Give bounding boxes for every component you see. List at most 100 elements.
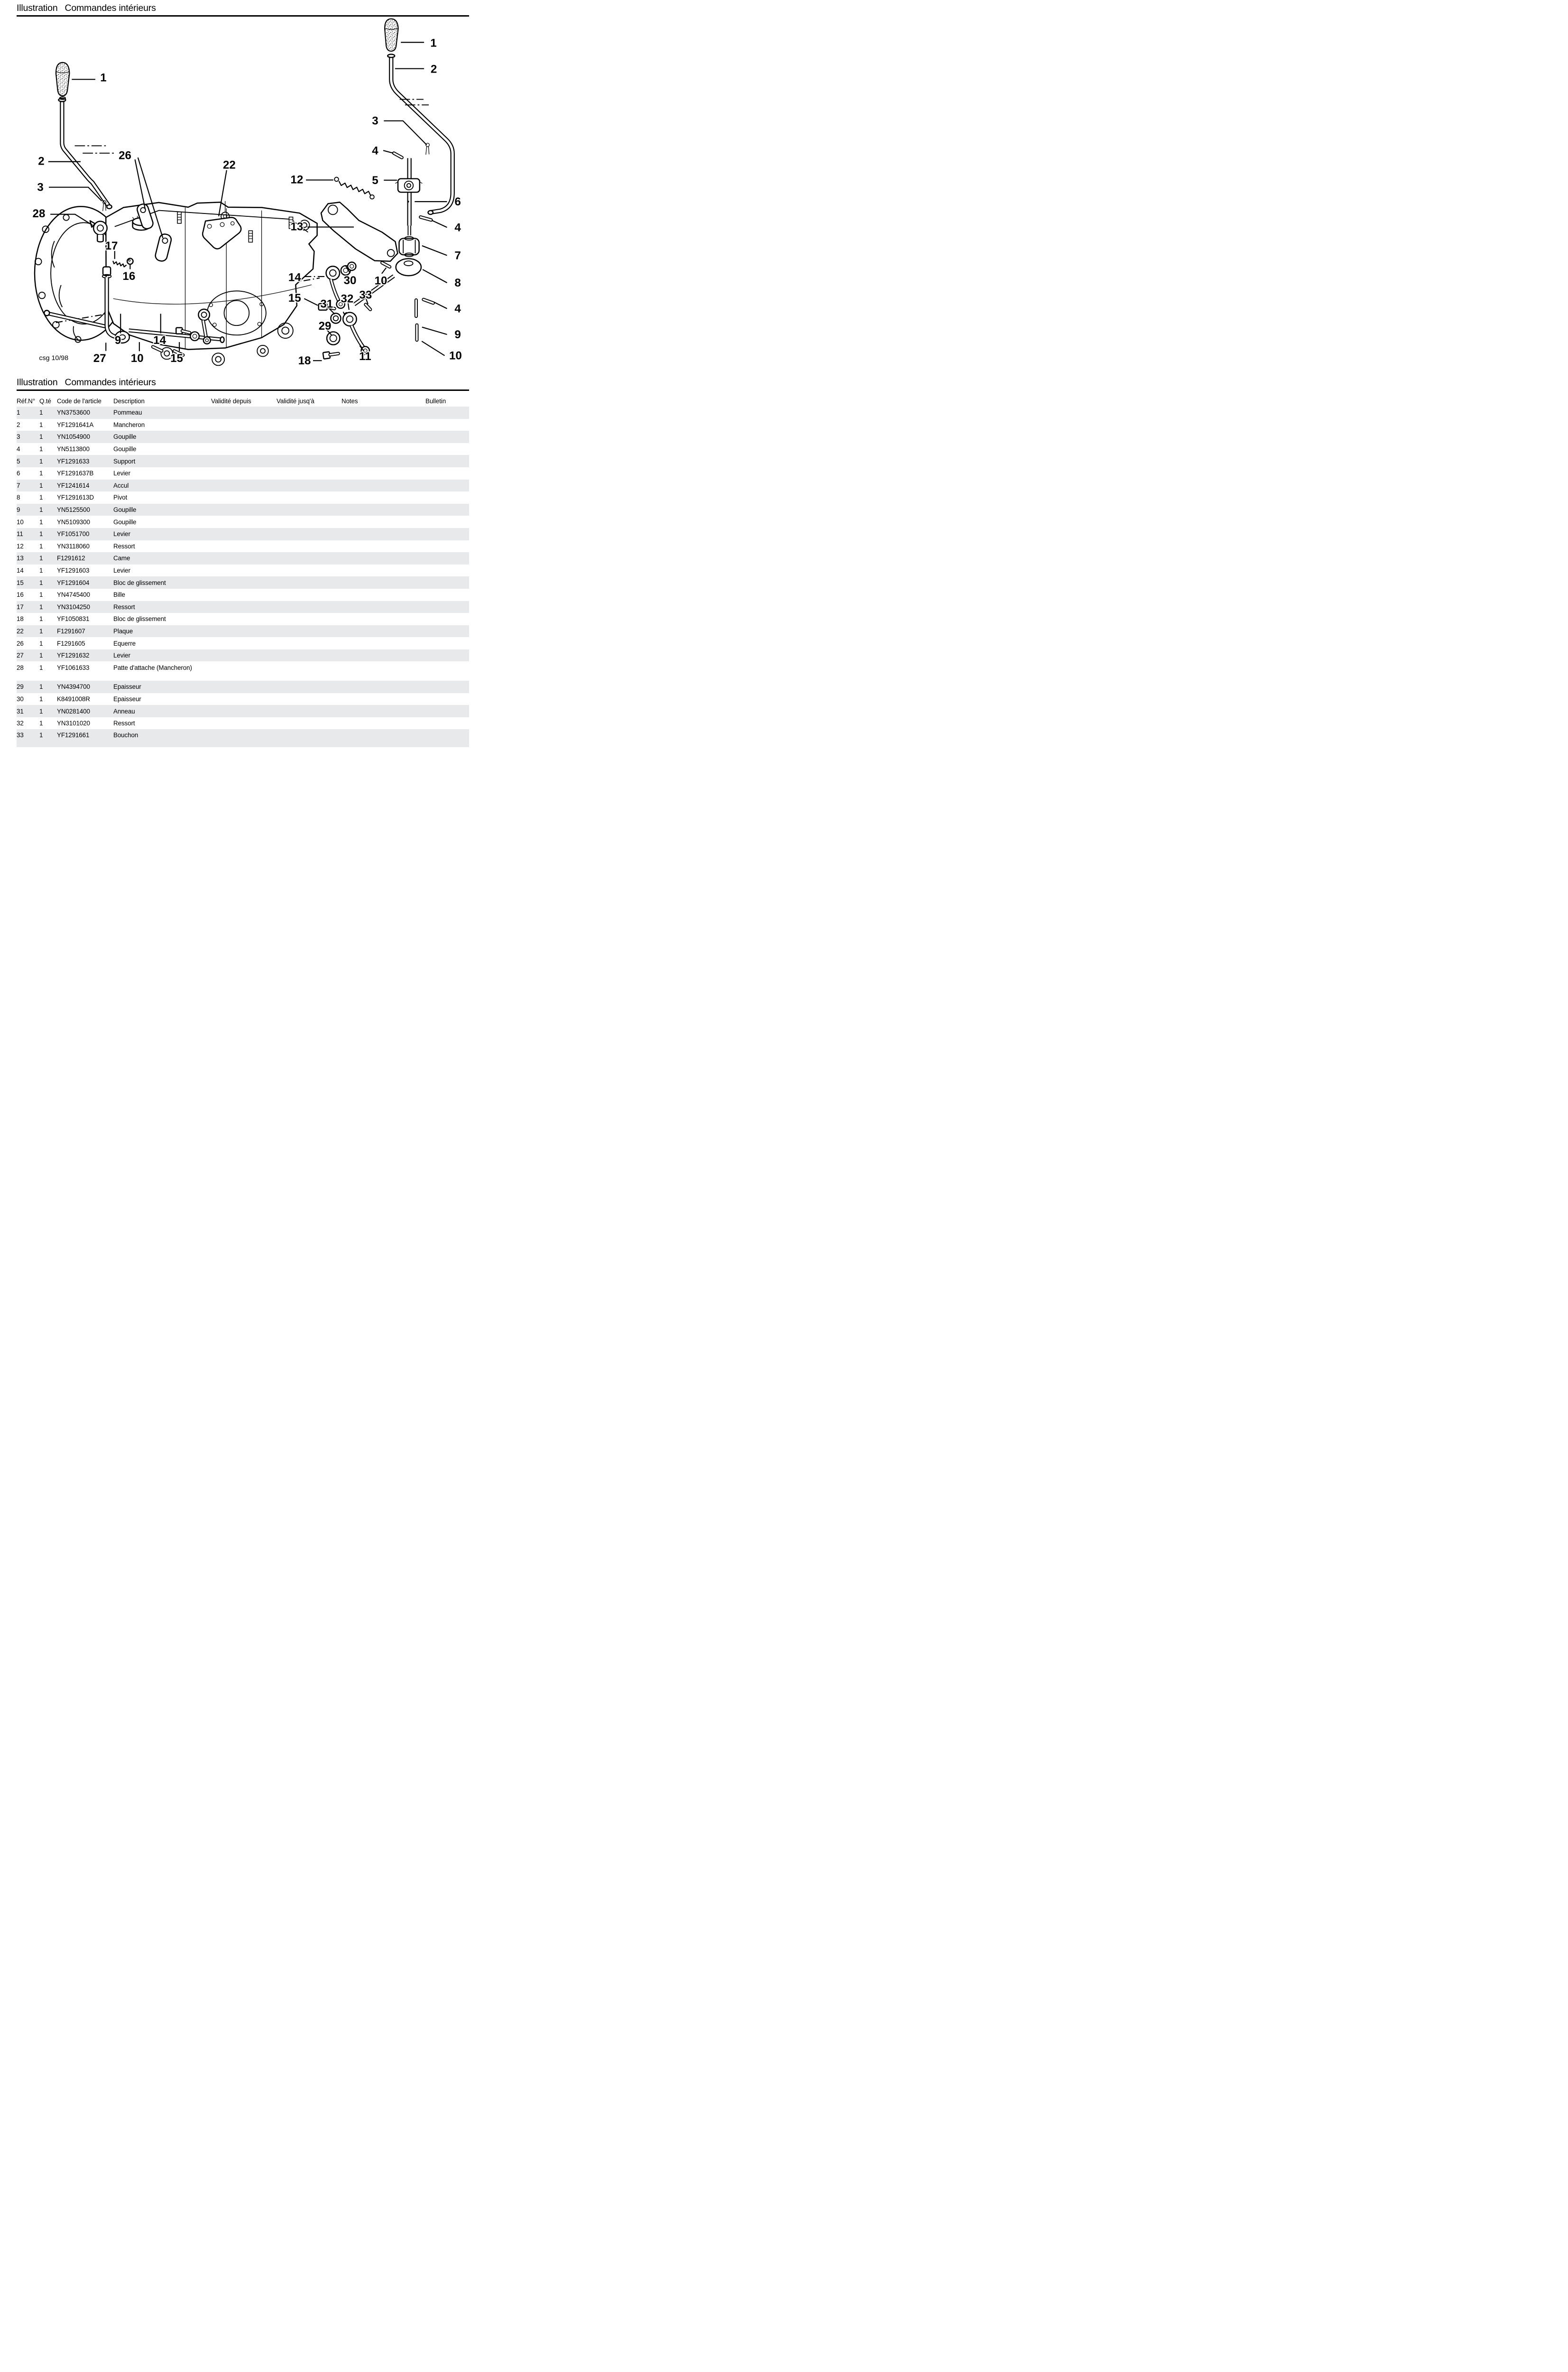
cell-ref: 32 [17,720,24,727]
cell-code: YF1291633 [57,457,90,465]
callout-11: 11 [359,350,371,363]
page-title-label: Illustration [17,3,58,13]
cell-ref: 30 [17,695,24,703]
callout-3: 3 [37,181,43,194]
callout-3: 3 [372,115,378,128]
cell-desc: Patte d'attache (Mancheron) [113,664,192,671]
cell-ref: 11 [17,530,23,538]
bottom-left-assembly [43,266,225,345]
cell-qty: 1 [39,732,43,739]
cell-qty: 1 [39,639,43,647]
callout-10: 10 [375,275,387,287]
cell-qty: 1 [39,542,43,550]
title-rule [17,15,469,17]
cell-desc: Bloc de glissement [113,579,166,586]
cell-qty: 1 [39,421,43,428]
callout-12: 12 [290,174,303,186]
cell-code: YF1291603 [57,567,90,574]
callout-28: 28 [33,207,46,220]
cell-code: YN3753600 [57,409,90,417]
leader-lines [48,42,447,361]
cell-desc: Bille [113,591,125,599]
cell-ref: 4 [17,445,20,453]
cell-qty: 1 [39,664,43,671]
cell-code: F1291605 [57,639,85,647]
cell-qty: 1 [39,603,43,611]
callout-15: 15 [288,292,301,305]
cell-code: YN1054900 [57,433,90,441]
diagram-note: csg 10/98 [39,354,68,362]
cell-desc: Goupille [113,506,137,514]
detent-parts [89,200,134,268]
table-rule [17,389,469,391]
col-header-valid-from: Validité depuis [211,397,251,405]
col-header-qty: Q.té [39,397,51,405]
cell-ref: 27 [17,652,24,659]
cell-code: F1291607 [57,627,85,635]
cell-qty: 1 [39,652,43,659]
cell-desc: Bloc de glissement [113,615,166,623]
cell-ref: 28 [17,664,24,671]
cell-ref: 22 [17,627,24,635]
cell-qty: 1 [39,707,43,715]
callout-9: 9 [454,328,461,341]
cell-code: YF1061633 [57,664,90,671]
callout-6: 6 [454,195,461,208]
cell-qty: 1 [39,445,43,453]
cell-desc: Anneau [113,707,135,715]
cell-ref: 18 [17,615,24,623]
cell-ref: 13 [17,555,24,562]
parts-diagram: 1232826221716914271015121314153010313233… [32,18,463,368]
callout-29: 29 [319,320,332,333]
cell-qty: 1 [39,470,43,477]
callout-27: 27 [93,352,106,365]
cell-qty: 1 [39,567,43,574]
cell-qty: 1 [39,615,43,623]
callout-10: 10 [449,350,462,362]
cell-qty: 1 [39,518,43,526]
cell-desc: Epaisseur [113,695,141,703]
cell-desc: Ressort [113,720,135,727]
cell-qty: 1 [39,627,43,635]
cell-desc: Levier [113,470,130,477]
cell-code: YF1291641A [57,421,94,428]
cell-qty: 1 [39,433,43,441]
col-header-notes: Notes [341,397,358,405]
callout-8: 8 [454,277,461,289]
cell-desc: Epaisseur [113,683,141,691]
cell-desc: Pommeau [113,409,142,417]
gearbox-case [105,201,318,366]
cell-desc: Levier [113,652,130,659]
cell-ref: 26 [17,639,24,647]
cell-code: YF1291661 [57,732,90,739]
callout-14: 14 [288,271,301,284]
callout-22: 22 [223,159,236,172]
callout-16: 16 [122,270,135,283]
catalog-page: Illustration Commandes intérieurs [0,0,486,747]
cell-desc: Plaque [113,627,133,635]
cell-code: YF1291604 [57,579,90,586]
cell-ref: 7 [17,482,20,489]
page-title-name: Commandes intérieurs [65,3,156,13]
cell-qty: 1 [39,482,43,489]
cell-desc: Bouchon [113,732,138,739]
cell-desc: Accul [113,482,129,489]
cell-desc: Mancheron [113,421,145,428]
cell-code: YF1291637B [57,470,94,477]
cell-qty: 1 [39,579,43,586]
cell-desc: Levier [113,567,130,574]
cell-code: YF1241614 [57,482,90,489]
cell-ref: 31 [17,707,24,715]
right-lever [384,18,455,215]
